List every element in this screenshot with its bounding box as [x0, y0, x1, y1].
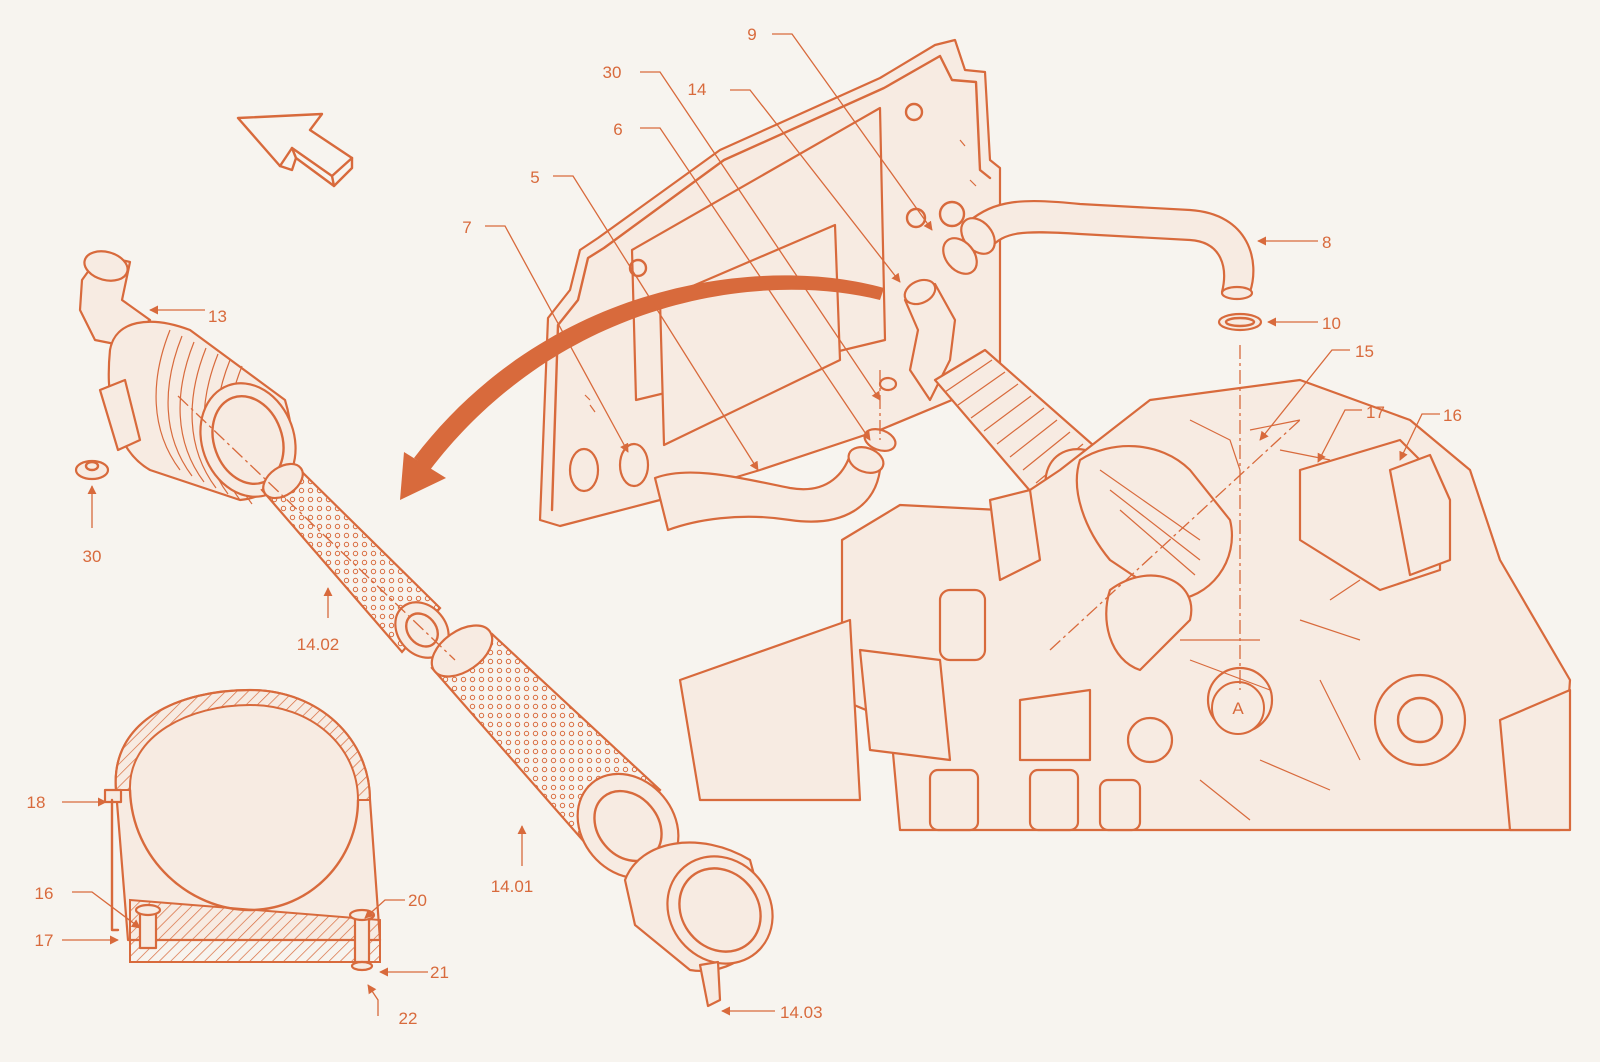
vacuator-valve-cap	[74, 459, 110, 481]
callout-leader-lines	[62, 33, 1440, 1016]
detail-a-label: A	[1232, 699, 1244, 718]
clamp-section-detail	[103, 688, 382, 972]
callout-20: 20	[408, 891, 427, 910]
air-filter-housing	[78, 250, 297, 505]
callout-6: 6	[613, 120, 622, 139]
intake-elbow	[903, 278, 957, 402]
callout-30-top: 30	[603, 63, 622, 82]
safety-filter-element	[260, 462, 450, 659]
callout-14-01: 14.01	[491, 877, 534, 896]
callout-17-left: 17	[35, 931, 54, 950]
callout-18: 18	[27, 793, 46, 812]
assembly-axis-lines	[177, 345, 1301, 690]
callout-14-02: 14.02	[297, 635, 340, 654]
engine-assembly	[678, 378, 1572, 832]
callout-7: 7	[462, 218, 471, 237]
callout-9: 9	[747, 25, 756, 44]
callout-14-03: 14.03	[780, 1003, 823, 1022]
callout-16-left: 16	[35, 884, 54, 903]
callout-14: 14	[688, 80, 707, 99]
filter-end-cap	[623, 841, 774, 1008]
callout-labels: 9 30 14 6 5 7 8 13 10 15 17 16 30 14.02 …	[27, 25, 1462, 1028]
hose-clamp-10	[1217, 312, 1263, 332]
callout-10: 10	[1322, 314, 1341, 333]
callout-22: 22	[399, 1009, 418, 1028]
callout-16-right: 16	[1443, 406, 1462, 425]
detail-a-marker: A	[1211, 681, 1265, 735]
rotation-arrow-icon	[400, 275, 884, 500]
callout-5: 5	[530, 168, 539, 187]
callout-15: 15	[1355, 342, 1374, 361]
direction-arrow-icon	[236, 112, 354, 188]
callout-30-left: 30	[83, 547, 102, 566]
lower-hose	[568, 376, 898, 532]
callout-21: 21	[430, 963, 449, 982]
callout-13: 13	[208, 307, 227, 326]
main-filter-element	[430, 624, 680, 880]
callout-17-right: 17	[1366, 403, 1385, 422]
hose-clamp-9	[942, 237, 978, 275]
callout-8: 8	[1322, 233, 1331, 252]
